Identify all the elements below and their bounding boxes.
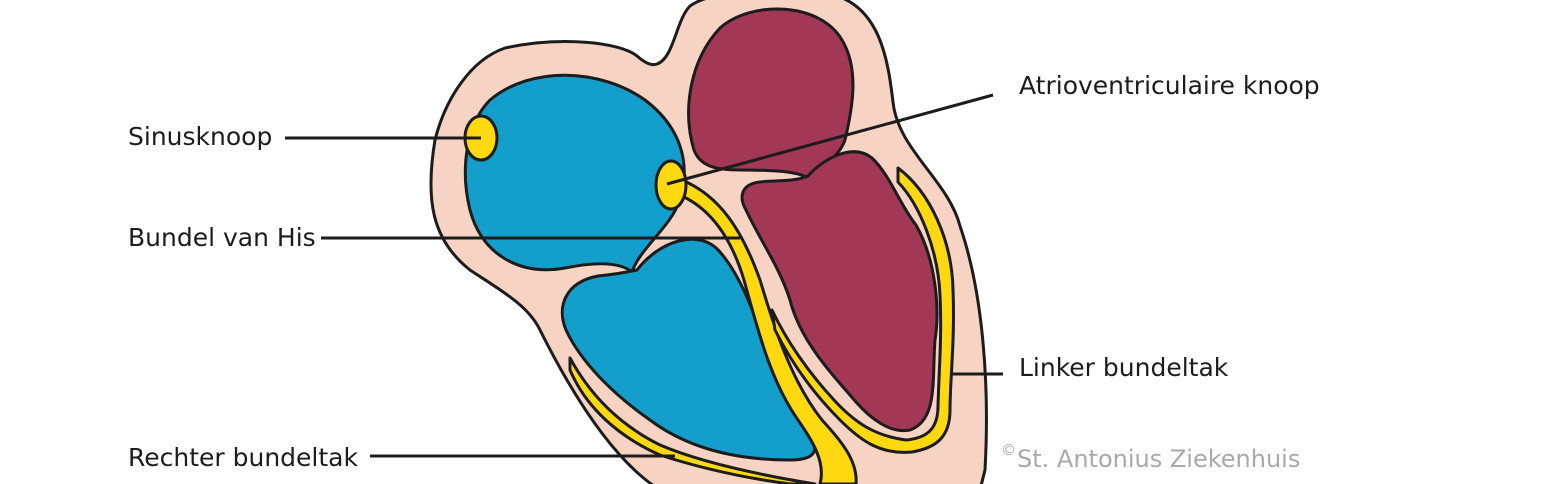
av-node: [654, 159, 688, 211]
right-ventricle: [560, 237, 817, 462]
sinus-node-label: Sinusknoop: [128, 122, 272, 151]
av-node-label: Atrioventriculaire knoop: [1019, 71, 1320, 100]
left-atrium: [687, 7, 855, 184]
right-bundle-branch-label: Rechter bundeltak: [128, 443, 359, 472]
right-atrium: [463, 73, 686, 274]
av-node-leader: [666, 93, 994, 186]
credit-text: St. Antonius Ziekenhuis: [1017, 445, 1300, 473]
bundle-of-his-path: [680, 178, 858, 484]
left-bundle-branch-path: [770, 166, 955, 454]
left-bundle-branch-label: Linker bundeltak: [1019, 353, 1229, 382]
bundle-of-his-label: Bundel van His: [128, 223, 316, 252]
left-ventricle: [740, 150, 939, 433]
right-bundle-branch-path: [568, 356, 817, 484]
copyright-symbol: ©: [1001, 441, 1016, 459]
